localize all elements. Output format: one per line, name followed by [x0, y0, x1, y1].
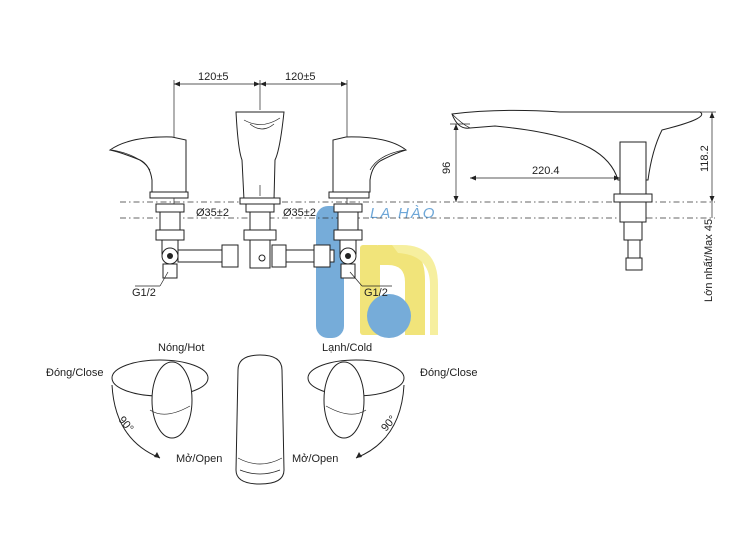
- open-left-label-vn: Mở/: [176, 453, 196, 465]
- close-left-label: Đóng/Close: [46, 367, 103, 379]
- spout-top: [235, 354, 285, 485]
- hole-right-label: Ø35±2: [283, 207, 316, 219]
- close-right-label: Đóng/Close: [420, 367, 477, 379]
- thread-left-label: G1/2: [132, 287, 156, 299]
- la-hao-watermark: LA HÀO: [316, 205, 438, 338]
- thread-right-label: G1/2: [364, 287, 388, 299]
- close-right-label-vn: Đóng/: [420, 367, 450, 379]
- close-left-label-en: Close: [75, 367, 103, 379]
- open-right-label: Mở/Open: [292, 453, 338, 465]
- hot-label: Nóng/Hot: [158, 342, 204, 354]
- right-handle-side: [328, 136, 408, 199]
- angle-right-label: 90°: [379, 413, 399, 433]
- spacing-left-label: 120±5: [198, 71, 229, 83]
- center-spout-front: [235, 111, 285, 205]
- max-deck-label: Lớn nhất/Max 45: [703, 219, 715, 302]
- total-height-label: 118.2: [699, 145, 711, 172]
- close-left-label-vn: Đóng/: [46, 367, 76, 379]
- hot-label-vn: Nóng/: [158, 342, 188, 354]
- cold-label-vn: Lạnh/: [322, 342, 350, 354]
- watermark-text: LA HÀO: [370, 205, 436, 222]
- hot-label-en: Hot: [187, 342, 204, 354]
- spacing-right-label: 120±5: [285, 71, 316, 83]
- cold-label-en: Cold: [350, 342, 373, 354]
- hot-handle-top: [111, 359, 209, 459]
- max-deck-en: Max 45: [703, 219, 715, 255]
- thread-right-leader: [349, 271, 363, 287]
- cold-label: Lạnh/Cold: [322, 342, 372, 354]
- connecting-hoses: [177, 244, 335, 268]
- hole-left-label: Ø35±2: [196, 207, 229, 219]
- cold-handle-top: [307, 359, 405, 459]
- open-left-label: Mở/Open: [176, 453, 222, 465]
- spout-reach-label: 220.4: [532, 165, 560, 177]
- open-right-label-vn: Mở/: [292, 453, 312, 465]
- spout-side-view: [451, 109, 703, 271]
- close-right-label-en: Close: [449, 367, 477, 379]
- left-handle-side: [108, 136, 189, 199]
- open-left-label-en: Open: [195, 453, 222, 465]
- open-right-label-en: Open: [311, 453, 338, 465]
- side-dimension-lines: [450, 111, 716, 218]
- spout-height-label: 96: [441, 162, 453, 174]
- max-deck-vn: Lớn nhất/: [703, 254, 715, 302]
- thread-left-leader: [159, 271, 169, 287]
- center-valve-body: [243, 203, 277, 269]
- right-valve-body: [333, 203, 363, 279]
- left-valve-body: [155, 203, 185, 279]
